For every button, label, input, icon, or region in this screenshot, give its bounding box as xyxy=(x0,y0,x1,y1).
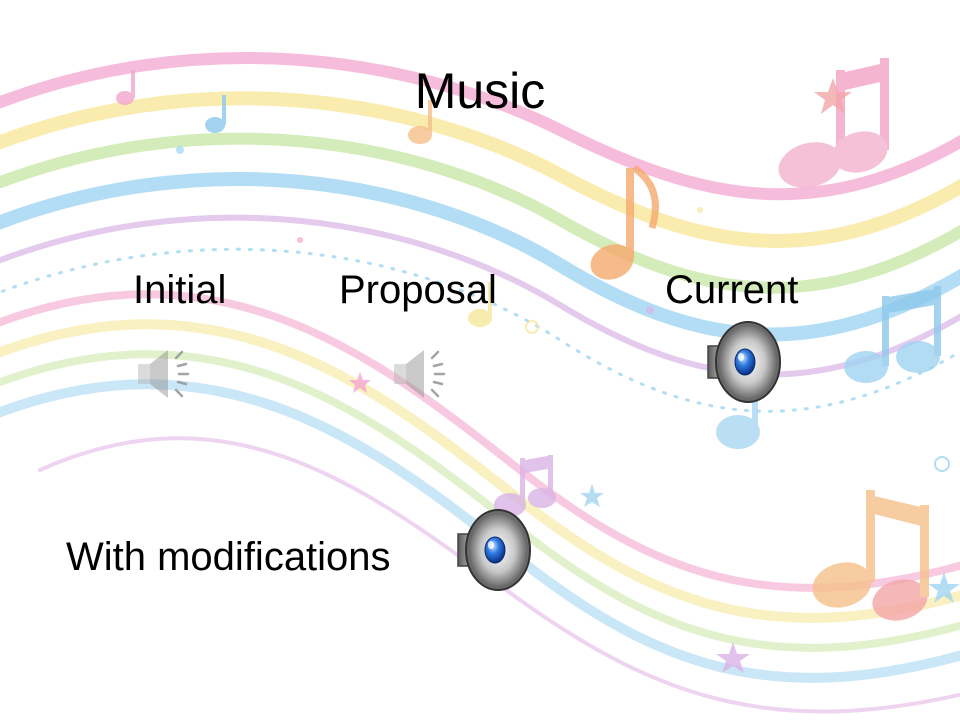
sparkle-stars xyxy=(176,78,960,673)
music-note-icon xyxy=(590,165,659,280)
audio-current-speaker-icon[interactable] xyxy=(702,318,786,406)
audio-initial-speaker-icon[interactable] xyxy=(134,342,198,406)
music-note-icon xyxy=(812,490,929,621)
label-proposal: Proposal xyxy=(339,268,497,312)
slide-title: Music xyxy=(414,63,546,119)
label-with-modifications: With modifications xyxy=(66,535,391,579)
audio-modifications-speaker-icon[interactable] xyxy=(452,506,536,594)
music-note-icon xyxy=(844,286,941,383)
audio-proposal-speaker-icon[interactable] xyxy=(390,342,454,406)
label-initial: Initial xyxy=(133,268,227,312)
music-note-icon xyxy=(116,70,492,327)
music-note-icon xyxy=(778,58,889,188)
label-current: Current xyxy=(665,268,799,312)
